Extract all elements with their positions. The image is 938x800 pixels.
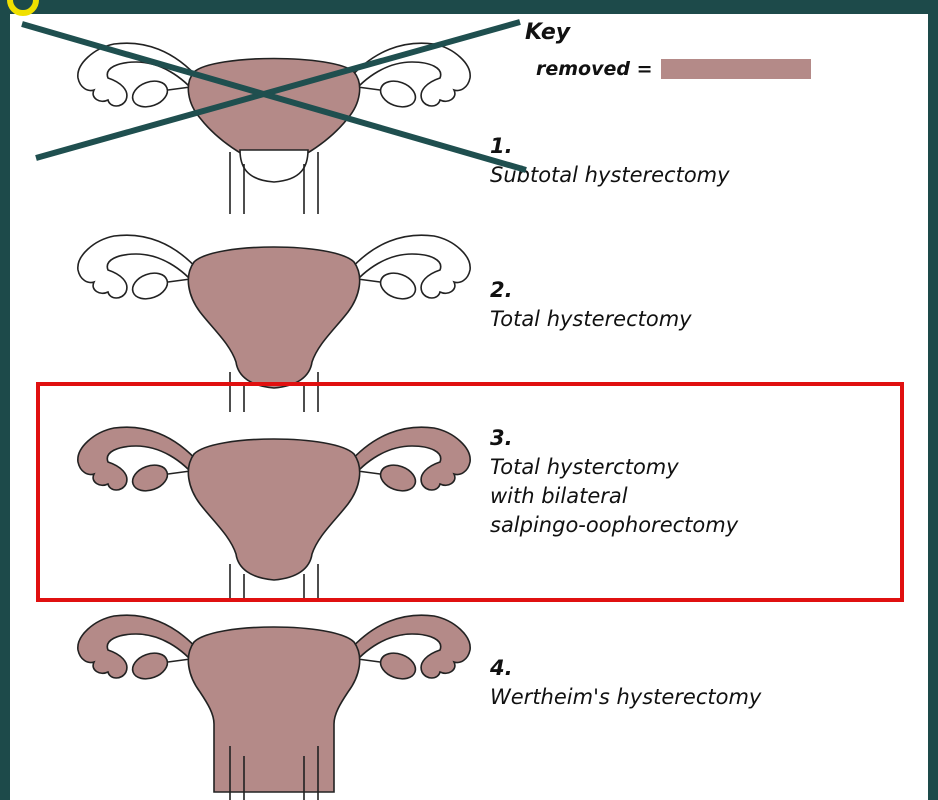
procedure-4-number: 4. bbox=[490, 656, 513, 680]
procedure-3-line-3: salpingo-oophorectomy bbox=[490, 513, 739, 537]
vagina bbox=[229, 372, 319, 412]
right-adnexa bbox=[347, 234, 471, 300]
uterus-figure-4 bbox=[77, 614, 471, 800]
procedure-3-line-1: Total hysterctomy bbox=[490, 455, 679, 479]
ovary bbox=[379, 464, 417, 492]
fallopian-tube bbox=[77, 614, 201, 679]
tubes-ovaries bbox=[77, 234, 471, 300]
procedure-4-line-1: Wertheim's hysterectomy bbox=[490, 685, 762, 709]
key-title: Key bbox=[525, 20, 571, 45]
procedure-2-number: 2. bbox=[490, 278, 513, 302]
highlight-box bbox=[36, 382, 904, 602]
left-adnexa bbox=[77, 426, 201, 492]
right-adnexa bbox=[347, 614, 471, 680]
ovary bbox=[131, 464, 169, 492]
vagina bbox=[229, 746, 319, 800]
key-removed-row: removed = bbox=[536, 58, 811, 80]
left-adnexa bbox=[77, 614, 201, 680]
procedure-4-label: 4. Wertheim's hysterectomy bbox=[490, 654, 761, 712]
tubes-ovaries-removed bbox=[77, 426, 471, 492]
right-adnexa bbox=[347, 426, 471, 492]
cervix bbox=[239, 149, 309, 183]
bullet-icon bbox=[7, 0, 39, 16]
left-adnexa bbox=[77, 42, 201, 108]
fallopian-tube bbox=[347, 426, 471, 491]
ovary bbox=[131, 652, 169, 680]
fallopian-tube bbox=[347, 614, 471, 679]
procedure-3-line-2: with bilateral bbox=[490, 484, 628, 508]
tubes-ovaries-removed bbox=[77, 614, 471, 680]
uterus-body bbox=[187, 438, 361, 581]
uterus-figure-2 bbox=[77, 234, 471, 412]
procedure-1-line-1: Subtotal hysterectomy bbox=[490, 163, 730, 187]
procedure-1-number: 1. bbox=[490, 134, 513, 158]
vagina bbox=[229, 564, 319, 600]
key-removed-swatch bbox=[660, 59, 811, 79]
uterus-figure-3 bbox=[77, 426, 471, 600]
uterus-figure-1 bbox=[77, 42, 471, 214]
ovary bbox=[131, 80, 169, 108]
fallopian-tube bbox=[77, 234, 201, 299]
left-adnexa bbox=[77, 234, 201, 300]
vagina bbox=[229, 152, 319, 214]
ovary bbox=[379, 272, 417, 300]
uterus-body bbox=[187, 57, 361, 155]
fallopian-tube bbox=[347, 234, 471, 299]
procedure-2-line-1: Total hysterectomy bbox=[490, 307, 692, 331]
procedure-2-label: 2. Total hysterectomy bbox=[490, 276, 692, 334]
fallopian-tube bbox=[77, 426, 201, 491]
procedure-3-label: 3. Total hysterctomy with bilateral salp… bbox=[490, 424, 738, 540]
right-adnexa bbox=[347, 42, 471, 108]
ovary bbox=[131, 272, 169, 300]
ovary bbox=[379, 652, 417, 680]
procedure-3-number: 3. bbox=[490, 426, 513, 450]
ovary bbox=[379, 80, 417, 108]
key-removed-label: removed = bbox=[536, 58, 653, 80]
procedure-1-label: 1. Subtotal hysterectomy bbox=[490, 132, 730, 190]
uterus-body bbox=[187, 246, 361, 389]
uterus-body bbox=[187, 626, 361, 793]
